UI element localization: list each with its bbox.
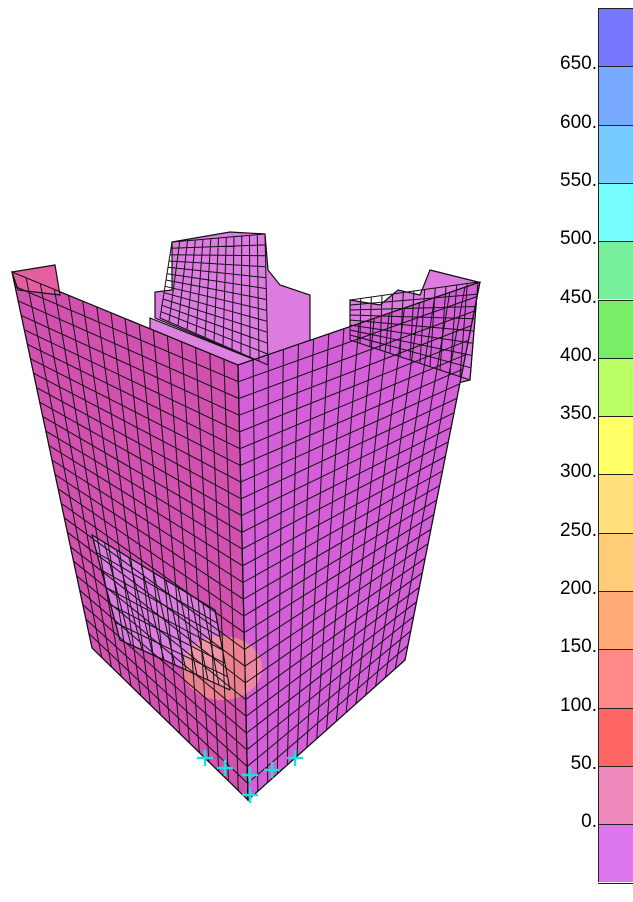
- support-marker: [287, 750, 303, 766]
- legend-color-swatch: [598, 474, 633, 533]
- legend-tick-line: [598, 241, 633, 243]
- legend-tick-line: [598, 591, 633, 592]
- legend-color-swatch: [598, 8, 633, 67]
- legend-value-label: 450.: [560, 286, 597, 308]
- legend-tick-line: [598, 416, 633, 418]
- shell-mesh-3d-model: [11, 231, 481, 803]
- legend-tick-line: [598, 299, 633, 301]
- legend-value-label: 350.: [560, 403, 597, 425]
- structure-model-view[interactable]: [0, 0, 520, 897]
- base-support-markers: [197, 750, 303, 803]
- legend-tick-line: [598, 649, 633, 651]
- legend-tick-line: [598, 882, 633, 884]
- legend-value-label: 0.: [581, 811, 597, 833]
- legend-color-swatch: [598, 182, 633, 242]
- legend-tick-line: [598, 707, 633, 709]
- mesh-grid-lines: [11, 233, 481, 801]
- right-parapet-mesh: [349, 281, 479, 381]
- legend-color-swatch: [598, 299, 633, 358]
- legend-value-label: 600.: [560, 111, 597, 133]
- legend-color-swatch: [598, 765, 633, 825]
- legend-tick-line: [598, 824, 633, 826]
- stress-color-legend: 650. 600. 550. 500. 450. 400. 350. 300. 250. 200.…: [540, 0, 633, 897]
- legend-color-swatch: [598, 649, 633, 708]
- support-marker: [197, 750, 213, 766]
- legend-value-label: 500.: [560, 228, 597, 250]
- legend-tick-line: [598, 182, 633, 184]
- legend-value-label: 400.: [560, 344, 597, 366]
- legend-color-swatch: [598, 357, 633, 417]
- legend-tick-line: [598, 765, 633, 767]
- legend-color-swatch: [598, 824, 633, 883]
- legend-tick-line: [598, 532, 633, 534]
- legend-value-label: 50.: [570, 752, 597, 774]
- legend-color-swatch: [598, 416, 633, 475]
- right-outer-wall: [237, 281, 481, 802]
- upper-tower-mesh: [159, 233, 269, 366]
- legend-tick-line: [598, 66, 633, 68]
- legend-color-swatch: [598, 707, 633, 766]
- left-parapet-cap: [11, 264, 61, 296]
- legend-tick-line: [598, 124, 633, 126]
- legend-value-label: 100.: [560, 694, 597, 716]
- support-marker: [242, 787, 258, 803]
- legend-value-label: 250.: [560, 519, 597, 541]
- legend-value-label: 550.: [560, 169, 597, 191]
- legend-color-swatch: [598, 591, 633, 650]
- support-marker: [264, 762, 280, 778]
- legend-color-swatch: [598, 66, 633, 125]
- left-wall-mesh: [11, 271, 249, 801]
- legend-tick-line: [598, 474, 633, 476]
- legend-value-label: 150.: [560, 636, 597, 658]
- legend-value-label: 650.: [560, 53, 597, 75]
- legend-tick-line: [598, 357, 633, 359]
- legend-color-swatch: [598, 241, 633, 300]
- support-marker: [242, 767, 258, 783]
- support-marker: [217, 760, 233, 776]
- legend-tick-line: [598, 8, 633, 9]
- legend-value-label: 200.: [560, 578, 597, 599]
- legend-color-swatch: [598, 124, 633, 183]
- right-wall-mesh: [237, 281, 481, 801]
- legend-value-label: 300.: [560, 461, 597, 483]
- legend-color-swatch: [598, 532, 633, 591]
